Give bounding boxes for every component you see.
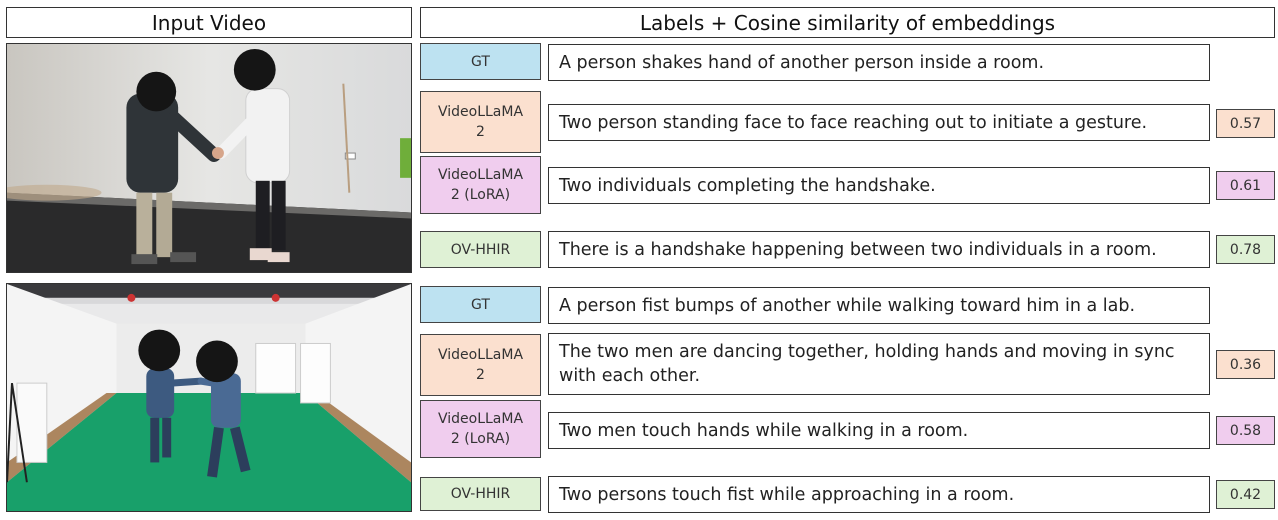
labels-header: Labels + Cosine similarity of embeddings xyxy=(420,7,1275,38)
videollama2-lora-score: 0.61 xyxy=(1216,171,1275,200)
handshake-scene-image xyxy=(7,44,411,272)
ovhhir-label: OV-HHIR xyxy=(420,231,541,268)
videollama2-lora-caption: Two men touch hands while walking in a r… xyxy=(548,412,1210,449)
videollama2-label: VideoLLaMA 2 xyxy=(420,91,541,153)
ovhhir-score: 0.42 xyxy=(1216,480,1275,509)
gt-label: GT xyxy=(420,43,541,80)
videollama2-caption: The two men are dancing together, holdin… xyxy=(548,333,1210,395)
ovhhir-caption: There is a handshake happening between t… xyxy=(548,231,1210,268)
gt-label: GT xyxy=(420,286,541,323)
videollama2-score: 0.57 xyxy=(1216,109,1275,138)
videollama2-lora-caption: Two individuals completing the handshake… xyxy=(548,167,1210,204)
video-frame-handshake xyxy=(6,43,412,273)
ovhhir-score: 0.78 xyxy=(1216,235,1275,264)
gt-caption: A person shakes hand of another person i… xyxy=(548,44,1210,81)
videollama2-lora-score: 0.58 xyxy=(1216,416,1275,445)
videollama2-label: VideoLLaMA 2 xyxy=(420,334,541,396)
input-video-header: Input Video xyxy=(6,7,412,38)
videollama2-lora-label: VideoLLaMA 2 (LoRA) xyxy=(420,156,541,214)
fist-bump-scene-image xyxy=(7,284,411,511)
videollama2-lora-label: VideoLLaMA 2 (LoRA) xyxy=(420,400,541,458)
videollama2-caption: Two person standing face to face reachin… xyxy=(548,104,1210,141)
videollama2-score: 0.36 xyxy=(1216,350,1275,379)
gt-caption: A person fist bumps of another while wal… xyxy=(548,287,1210,324)
ovhhir-caption: Two persons touch fist while approaching… xyxy=(548,476,1210,513)
video-frame-fist-bump xyxy=(6,283,412,512)
ovhhir-label: OV-HHIR xyxy=(420,477,541,511)
